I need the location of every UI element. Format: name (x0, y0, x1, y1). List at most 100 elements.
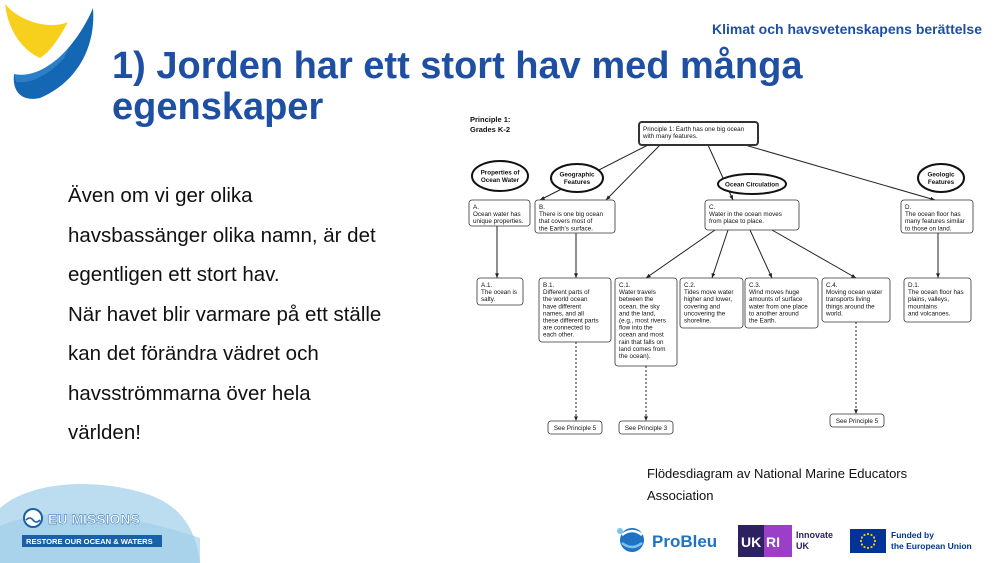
eu-star-icon (866, 532, 870, 536)
probleu-logo: ProBleu (617, 528, 717, 552)
node-text-line: are connected to (543, 325, 590, 332)
node-text-line: water from one place (748, 303, 808, 310)
eu-star-icon (870, 533, 873, 537)
node-text-line: There is one big ocean (539, 211, 604, 218)
funded-label-1: Funded by (891, 530, 934, 540)
arrowhead (646, 273, 651, 278)
node-text-line: between the (619, 296, 654, 303)
body-text: Även om vi ger olika havsbassänger olika… (68, 176, 428, 453)
slide-title: 1) Jorden har ett stort hav med många eg… (112, 46, 872, 128)
body-line: När havet blir varmare på ett ställe (68, 302, 382, 326)
node-text-line: things around the (826, 303, 875, 310)
eu-star-icon (870, 545, 873, 549)
node-text-line: that covers most of (539, 218, 592, 225)
connector (645, 229, 716, 279)
node-text-line: transports living (826, 296, 871, 303)
restore-label: RESTORE OUR OCEAN & WATERS (26, 537, 153, 546)
node-text-line: The ocean is (481, 289, 517, 296)
node-text-line: B. (539, 204, 545, 211)
node-text-line: Features (928, 179, 955, 186)
node-text-line: and volcanoes. (908, 310, 951, 317)
see-principle-text: See Principle 5 (836, 418, 879, 425)
node-text-line: names, and all (543, 310, 584, 317)
node-text-line: the world ocean (543, 296, 588, 303)
node-text-line: The ocean floor has (905, 211, 961, 218)
node-text-line: C.2. (684, 282, 696, 289)
arrowhead (851, 274, 856, 278)
eu-flag-icon (850, 529, 886, 553)
node-text-line: rain that falls on (619, 339, 664, 346)
body-line: världen! (68, 421, 141, 444)
funded-label-2: the European Union (891, 541, 972, 551)
probleu-icon (617, 528, 644, 552)
eu-star-icon (872, 543, 876, 546)
node-text-line: from place to place. (709, 218, 764, 225)
node-text-line: Different parts of (543, 289, 590, 296)
node-text-line: C.4. (826, 282, 838, 289)
arrowhead (729, 195, 733, 200)
ukri-icon: UK RI (738, 525, 792, 557)
node-text-line: the Earth. (749, 318, 777, 325)
node-text-line: Moving ocean water (826, 289, 882, 296)
node-text-line: land comes from (619, 346, 666, 353)
node-text-line: flow into the (619, 325, 653, 332)
body-line: havsströmmarna över hela (68, 381, 311, 405)
node-text-line: Features (564, 179, 591, 186)
arrowhead (540, 196, 545, 200)
arrowhead (574, 273, 578, 278)
node-text-line: plains, valleys, (908, 296, 949, 303)
node-text-line: with many features. (642, 133, 698, 140)
eu-star-icon (863, 533, 866, 537)
node-text-line: uncovering the (684, 310, 726, 317)
connector (771, 229, 857, 279)
node-text-line: D. (905, 204, 912, 211)
caption-line-2: Association (647, 488, 714, 503)
body-line: kan det förändra vädret och (68, 342, 319, 365)
node-text-line: C.3. (749, 282, 761, 289)
arrowhead (711, 273, 716, 278)
corner-logo (5, 4, 94, 99)
arrowhead (644, 416, 648, 421)
diagram-subheading: Grades K-2 (470, 125, 510, 134)
see-principle-c1: See Principle 3 (618, 420, 674, 435)
eu-star-icon (863, 545, 866, 549)
eu-star-icon (860, 536, 864, 539)
node-text-line: Water travels (619, 289, 656, 296)
node-text-line: C. (709, 204, 716, 211)
node-text-line: Water in the ocean moves (709, 211, 782, 218)
see-principle-text: See Principle 3 (625, 425, 668, 432)
node-text-line: salty. (481, 296, 495, 303)
svg-text:RI: RI (766, 534, 780, 550)
node-text-line: A. (473, 204, 479, 211)
light-wave-shape (14, 46, 70, 83)
node-text-line: Geologic (928, 172, 955, 179)
connector (711, 229, 729, 279)
innovate-uk-logo: UK RI Innovate UK (738, 525, 838, 557)
caption-line-1: Flödesdiagram av National Marine Educato… (647, 466, 908, 481)
restore-banner (22, 535, 162, 547)
body-line: Även om vi ger olika (68, 184, 253, 207)
node-text-line: and the land, (619, 310, 656, 317)
diagram-heading: Principle 1: (470, 115, 510, 124)
title-line-1: 1) Jorden har ett stort hav med många (112, 45, 803, 87)
node-text-line: mountains (908, 303, 937, 310)
arrowhead (606, 195, 611, 200)
node-text-line: Geographic (560, 172, 595, 179)
eu-star-icon (872, 536, 876, 539)
root-node: Principle 1: Earth has one big oceanwith… (638, 121, 759, 146)
innovate-label-2: UK (796, 541, 809, 551)
eu-funding-logo: Funded by the European Union (850, 527, 990, 555)
